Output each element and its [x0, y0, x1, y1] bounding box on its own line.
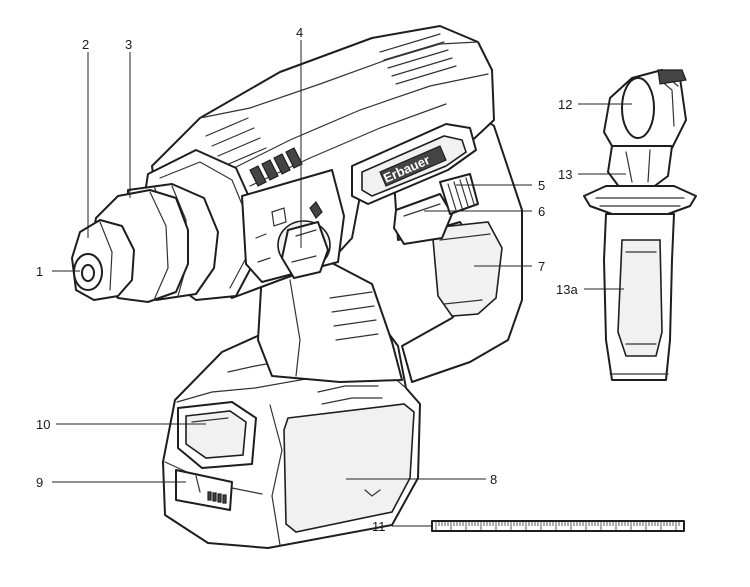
callout-5: 5 — [538, 178, 545, 193]
handle-clamp-body — [607, 145, 673, 189]
callout-1: 1 — [36, 264, 43, 279]
callout-10: 10 — [36, 417, 50, 432]
depth-gauge — [431, 520, 685, 532]
tool-holder — [73, 253, 103, 291]
depth-gauge-scale — [435, 522, 680, 530]
callout-4: 4 — [296, 25, 303, 40]
callout-7: 7 — [538, 259, 545, 274]
brand-nameplate: Erbauer — [351, 123, 477, 205]
callout-6: 6 — [538, 204, 545, 219]
battery-release-button — [175, 469, 233, 511]
callout-13: 13 — [558, 167, 572, 182]
top-vents — [205, 33, 457, 167]
side-vents — [249, 147, 303, 187]
auxiliary-handle — [583, 69, 697, 381]
rotary-hammer-drill: Erbauer — [71, 25, 523, 549]
handle-clamp-band — [603, 69, 687, 153]
callout-13a: 13a — [556, 282, 578, 297]
callout-2: 2 — [82, 37, 89, 52]
leader-lines — [52, 40, 632, 527]
handle-grip-body — [603, 213, 675, 381]
callout-11: 11 — [372, 519, 386, 534]
mode-selector-knob — [241, 169, 345, 283]
callout-12: 12 — [558, 97, 572, 112]
callout-9: 9 — [36, 475, 43, 490]
callout-8: 8 — [490, 472, 497, 487]
battery-level-indicator — [177, 401, 257, 469]
callout-labels: 1 2 3 4 5 6 7 8 9 10 11 12 13 13a — [36, 25, 578, 534]
callout-3: 3 — [125, 37, 132, 52]
forward-reverse-switch — [439, 173, 479, 215]
on-off-trigger — [393, 193, 453, 245]
